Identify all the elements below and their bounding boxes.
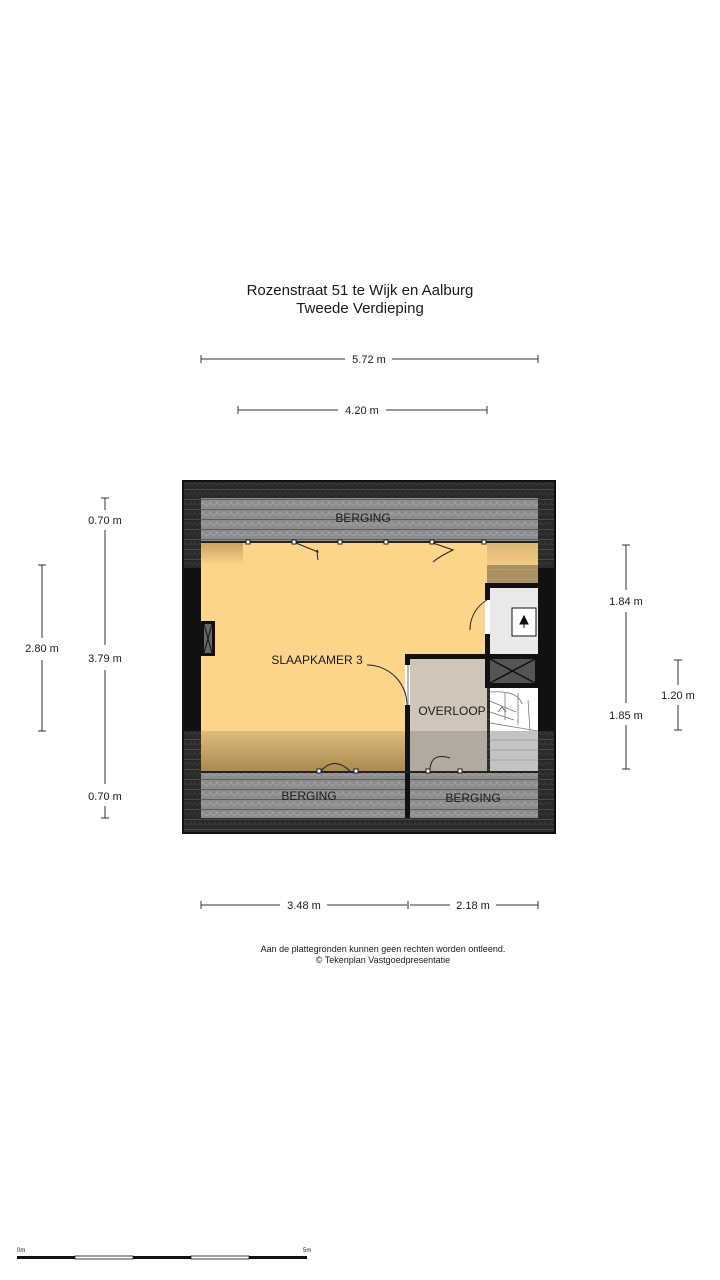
dim-left-bottom: 0.70 m: [88, 791, 122, 803]
bottom-doors: [316, 756, 463, 774]
dim-bottom-left: 3.48 m: [287, 900, 321, 912]
label-overloop: OVERLOOP: [418, 704, 485, 718]
scale-start: 0m: [17, 1248, 25, 1254]
dimension-lines: [38, 355, 682, 909]
dim-bottom-right: 2.18 m: [456, 900, 490, 912]
label-slaapkamer: SLAAPKAMER 3: [271, 653, 363, 667]
top-doors: [245, 539, 487, 563]
dim-right-stair: 1.20 m: [661, 690, 695, 702]
dim-top-outer: 5.72 m: [352, 354, 386, 366]
floor-name: Tweede Verdieping: [296, 300, 424, 317]
berging-top: [201, 498, 538, 542]
label-berging-bottom-left: BERGING: [281, 789, 336, 803]
scale-end: 5m: [303, 1248, 311, 1254]
label-berging-top: BERGING: [335, 511, 390, 525]
dim-right-upper: 1.84 m: [609, 596, 643, 608]
dim-left-outer: 2.80 m: [25, 643, 59, 655]
room-labels: BERGING SLAAPKAMER 3 OVERLOOP BERGING BE…: [271, 511, 500, 805]
scale-bar: 0m 5m: [17, 1248, 311, 1260]
dim-top-inner: 4.20 m: [345, 405, 379, 417]
plan-title: Rozenstraat 51 te Wijk en Aalburg: [246, 282, 474, 299]
copyright: © Tekenplan Vastgoedpresentatie: [315, 955, 451, 965]
disclaimer: Aan de plattegronden kunnen geen rechten…: [260, 944, 506, 954]
dim-left-middle: 3.79 m: [88, 653, 122, 665]
label-berging-bottom-right: BERGING: [445, 791, 500, 805]
berging-bottom-left: [201, 773, 407, 818]
dimension-labels: 5.72 m 4.20 m 0.70 m 3.79 m 0.70 m 2.80 …: [25, 354, 695, 912]
berging-bottom-right: [409, 773, 538, 818]
stairs: [489, 688, 539, 771]
dim-left-top: 0.70 m: [88, 515, 122, 527]
dim-right-lower: 1.85 m: [609, 710, 643, 722]
building: [182, 480, 556, 834]
